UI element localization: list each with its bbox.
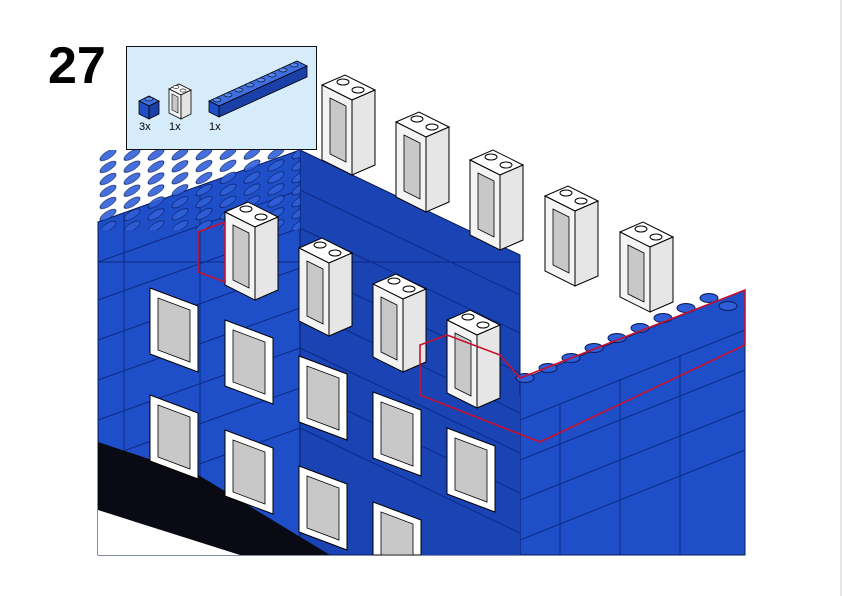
- front-window-row: [223, 201, 502, 409]
- back-window-row: [320, 74, 675, 313]
- window: [372, 501, 422, 556]
- window: [372, 391, 422, 477]
- blue-brick-1x8-icon: [208, 60, 308, 118]
- window: [394, 111, 451, 213]
- page-edge-divider: [840, 0, 842, 596]
- part-quantity-1: 3x: [139, 121, 151, 133]
- parts-list-callout: 3x 1x 1x: [126, 46, 317, 150]
- window-grid-left: [149, 287, 496, 556]
- step-number: 27: [48, 37, 106, 95]
- window: [149, 287, 199, 373]
- new-parts-highlight: [197, 220, 746, 443]
- window: [224, 319, 274, 405]
- window: [618, 221, 675, 313]
- window: [543, 185, 600, 287]
- white-window-1x2x2-icon: [168, 83, 192, 120]
- blue-brick-1x1-icon: [138, 95, 160, 120]
- window: [468, 149, 525, 251]
- black-base: [98, 442, 330, 555]
- window: [297, 237, 354, 337]
- part-quantity-3: 1x: [209, 121, 221, 133]
- window: [298, 355, 348, 441]
- window: [224, 429, 274, 515]
- window: [223, 201, 280, 301]
- window: [320, 74, 377, 176]
- part-quantity-2: 1x: [169, 121, 181, 133]
- window-new-part: [445, 309, 502, 409]
- window: [298, 465, 348, 551]
- window: [446, 427, 496, 513]
- parts-list-icons: [138, 60, 308, 120]
- window: [371, 273, 428, 373]
- right-top-studs: [515, 293, 738, 383]
- window: [149, 394, 199, 480]
